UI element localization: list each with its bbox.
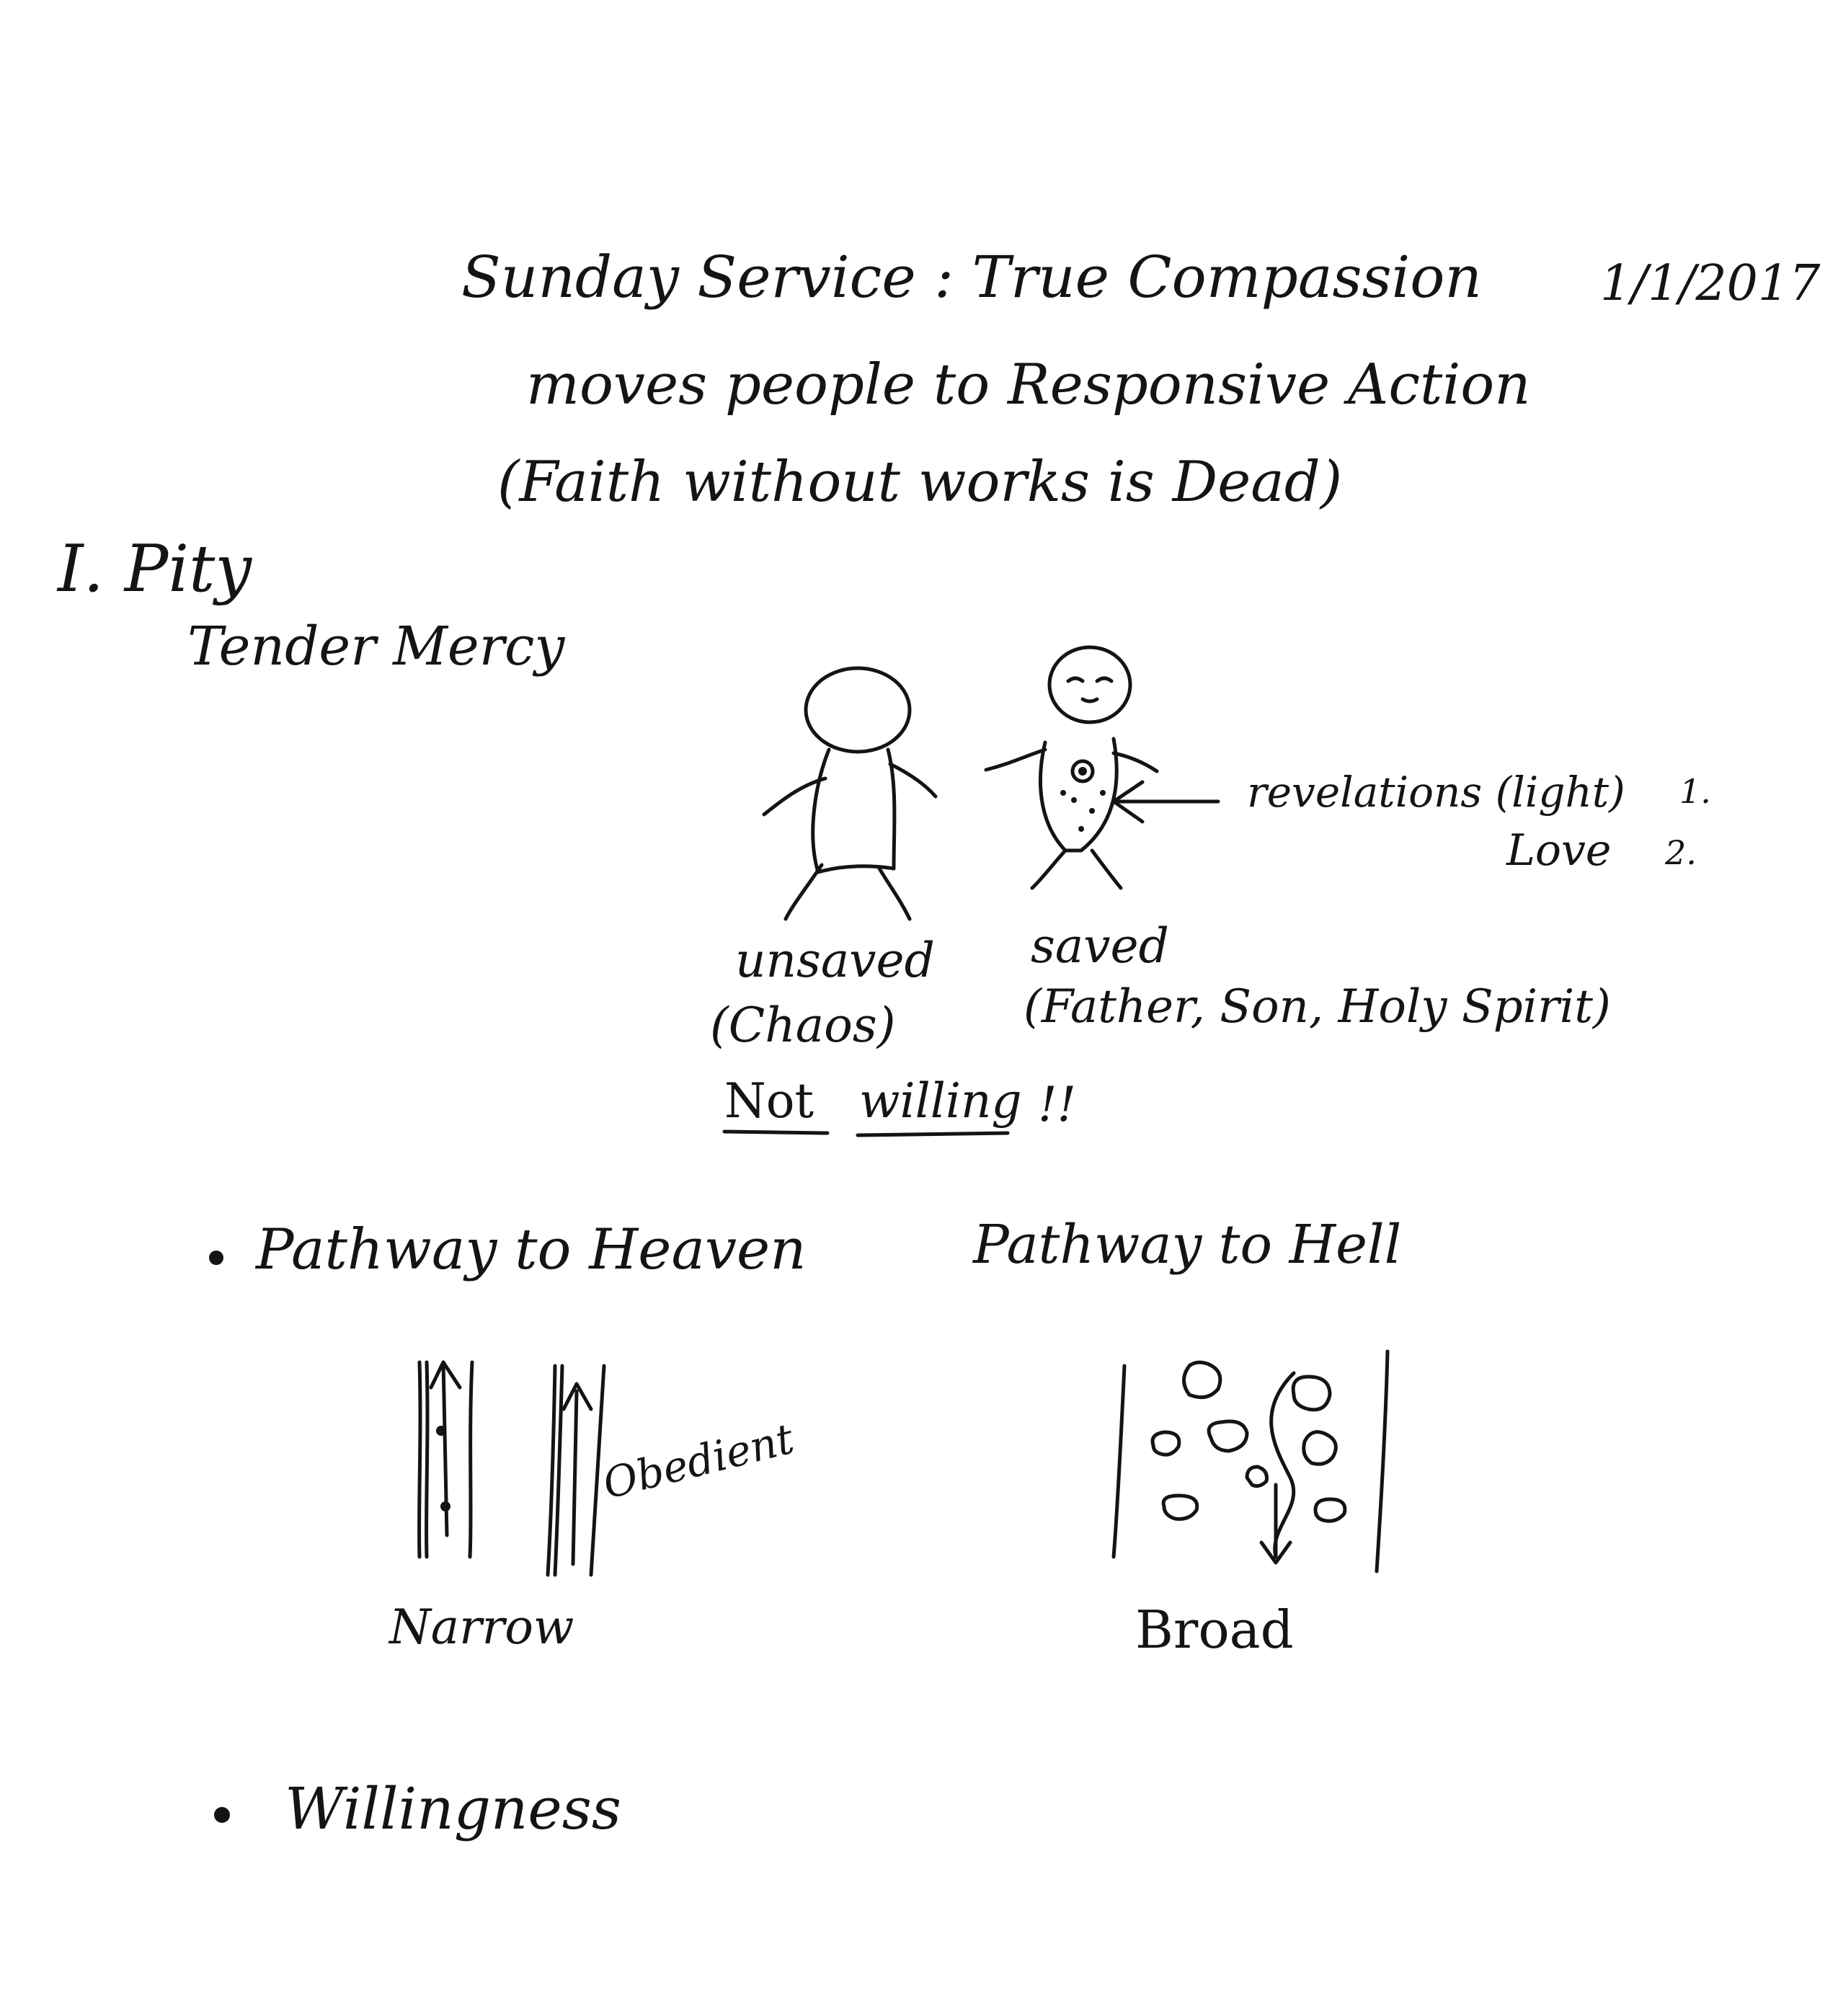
sermon-subtitle: moves people to Responsive Action [526,352,1531,417]
broad-path-drawing [1111,1349,1390,1573]
exclaim-mark: !! [1038,1077,1077,1132]
love-note: Love [1506,825,1612,876]
not-underline [722,1129,830,1135]
willingness-label: Willingness [285,1775,621,1842]
bullet-willingness [214,1807,230,1823]
unsaved-figure [762,666,938,921]
bullet-pathway [209,1251,223,1265]
pathway-heaven-title: Pathway to Heaven [256,1217,807,1282]
revelations-note: revelations (light) [1247,768,1625,817]
section-subheading: Tender Mercy [187,616,565,678]
not-word: Not [724,1073,814,1129]
saved-sublabel: (Father, Son, Holy Spirit) [1024,980,1611,1034]
willing-underline [856,1131,1010,1137]
love-number: 2. [1665,833,1697,872]
sermon-title: Sunday Service : True Compassion [461,244,1482,311]
unsaved-label: unsaved [735,933,935,988]
narrow-path-drawing [417,1360,606,1577]
section-heading: I. Pity [58,531,252,607]
sermon-date: 1/1/2017 [1600,255,1821,312]
revelations-arrow [1111,780,1220,824]
saved-label: saved [1031,918,1169,974]
sermon-scripture: (Faith without works is Dead) [497,450,1343,515]
pathway-hell-title: Pathway to Hell [973,1214,1402,1276]
saved-figure [984,645,1159,890]
narrow-label: Narrow [389,1599,574,1655]
broad-label: Broad [1135,1599,1294,1660]
willing-word: willing [859,1073,1022,1129]
unsaved-sublabel: (Chaos) [710,998,896,1053]
revelations-number: 1. [1679,772,1711,811]
